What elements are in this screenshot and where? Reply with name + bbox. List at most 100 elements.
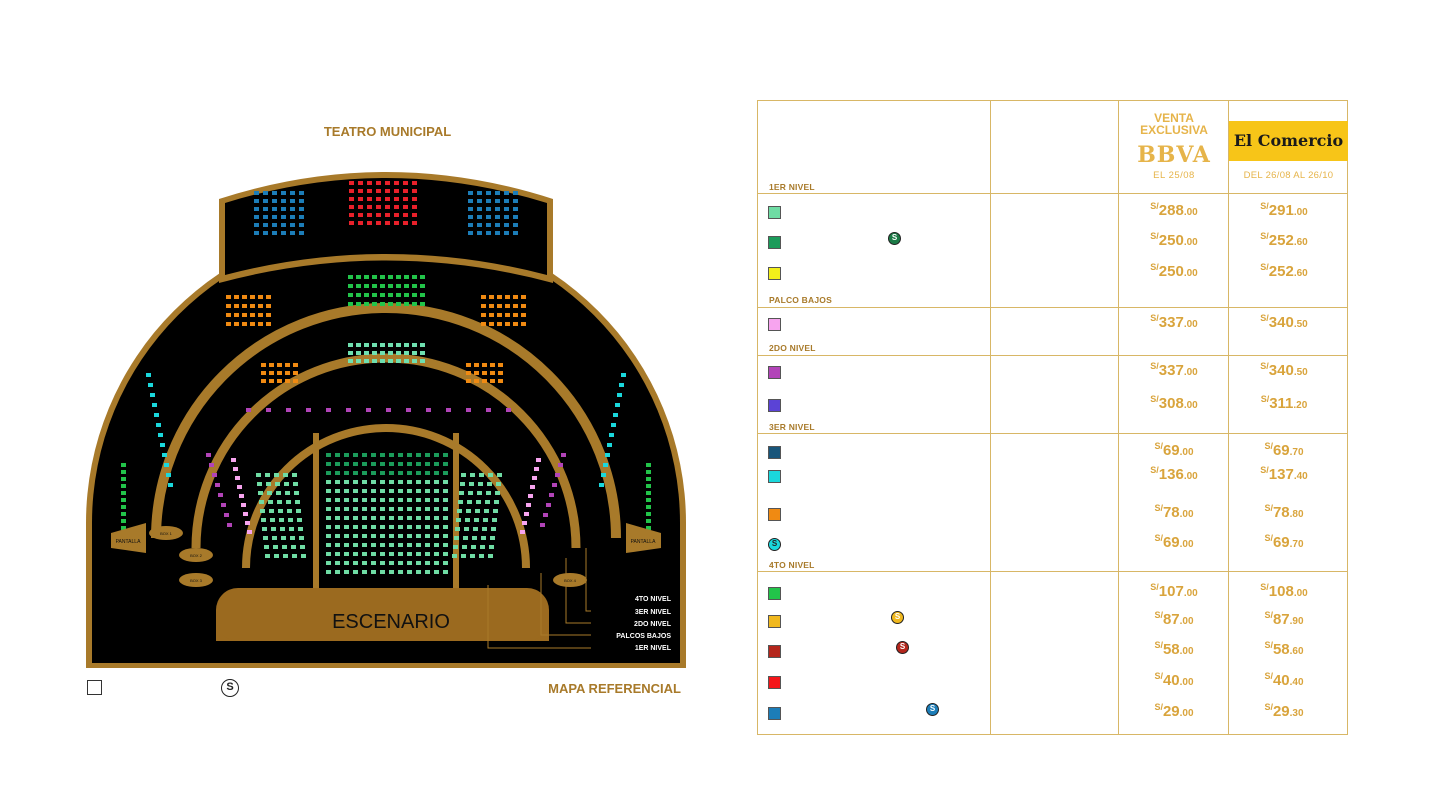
seat [443, 462, 448, 466]
price-dec: .20 [1293, 400, 1308, 411]
seat [344, 471, 349, 475]
coin-icon: S [891, 611, 904, 624]
seat [326, 570, 331, 574]
price-cur: S/ [1264, 610, 1273, 620]
seat [530, 485, 535, 489]
seat [407, 516, 412, 520]
seat [611, 423, 616, 427]
seat [266, 295, 271, 299]
seat [493, 509, 498, 513]
seat [621, 373, 626, 377]
seat [462, 545, 467, 549]
seat [272, 231, 277, 235]
seat [416, 471, 421, 475]
section-label: 4TO NIVEL [769, 560, 815, 570]
map-reference-label: MAPA REFERENCIAL [548, 681, 681, 696]
seat [388, 343, 393, 347]
seat [265, 554, 270, 558]
price-dec: .00 [1293, 207, 1308, 218]
seat [353, 516, 358, 520]
seat [246, 408, 251, 412]
seat [376, 181, 381, 185]
seat [407, 534, 412, 538]
seat [247, 530, 252, 534]
seat [121, 491, 126, 495]
zone-color-swatch [768, 676, 781, 689]
price-general: S/252.60 [1229, 231, 1339, 250]
seat [380, 343, 385, 347]
seat [380, 552, 385, 556]
seat [356, 343, 361, 347]
seat [484, 509, 489, 513]
seat [285, 379, 290, 383]
seat [258, 322, 263, 326]
seat [434, 552, 439, 556]
seat [466, 408, 471, 412]
seat [372, 275, 377, 279]
coin-icon: S [896, 641, 909, 654]
seat [297, 518, 302, 522]
seat [482, 527, 487, 531]
seat [474, 371, 479, 375]
seat [479, 473, 484, 477]
seat [292, 554, 297, 558]
seat [472, 536, 477, 540]
price-general: S/69.70 [1229, 441, 1339, 460]
seat [520, 530, 525, 534]
seat [380, 453, 385, 457]
seat [121, 526, 126, 530]
header-venta-exclusiva: VENTA EXCLUSIVA [1140, 111, 1208, 137]
seat [394, 205, 399, 209]
seat [477, 207, 482, 211]
seat [299, 207, 304, 211]
seat [362, 561, 367, 565]
seat [398, 462, 403, 466]
seat [420, 359, 425, 363]
seat [404, 275, 409, 279]
row-divider [758, 355, 1347, 356]
price-dec: .00 [1179, 539, 1194, 550]
seat [412, 181, 417, 185]
seat [348, 293, 353, 297]
seat [443, 480, 448, 484]
seat [425, 480, 430, 484]
seat [371, 543, 376, 547]
seat [389, 534, 394, 538]
seat [371, 570, 376, 574]
seat [454, 536, 459, 540]
seat [389, 543, 394, 547]
seat [362, 525, 367, 529]
seat [371, 525, 376, 529]
seat-grid [121, 181, 651, 574]
price-dec: .30 [1289, 708, 1304, 719]
seat [485, 500, 490, 504]
seat [416, 570, 421, 574]
seat [239, 494, 244, 498]
seat [388, 359, 393, 363]
seat [406, 408, 411, 412]
seat [646, 526, 651, 530]
seat [258, 304, 263, 308]
seat [270, 518, 275, 522]
seat [646, 512, 651, 516]
price-dec: .50 [1293, 367, 1308, 378]
seat [481, 304, 486, 308]
seat [599, 483, 604, 487]
seat [362, 543, 367, 547]
price-dec: .60 [1293, 268, 1308, 279]
zone-color-swatch [768, 318, 781, 331]
seat [404, 293, 409, 297]
seat [254, 215, 259, 219]
price-cur: S/ [1154, 702, 1163, 712]
seat [226, 304, 231, 308]
price-dec: .00 [1183, 400, 1198, 411]
seat [326, 489, 331, 493]
seat [358, 221, 363, 225]
seat [540, 523, 545, 527]
seat [486, 199, 491, 203]
seat [434, 489, 439, 493]
seat [468, 199, 473, 203]
seat [425, 570, 430, 574]
price-cur: S/ [1260, 582, 1269, 592]
price-dec: .80 [1289, 509, 1304, 520]
